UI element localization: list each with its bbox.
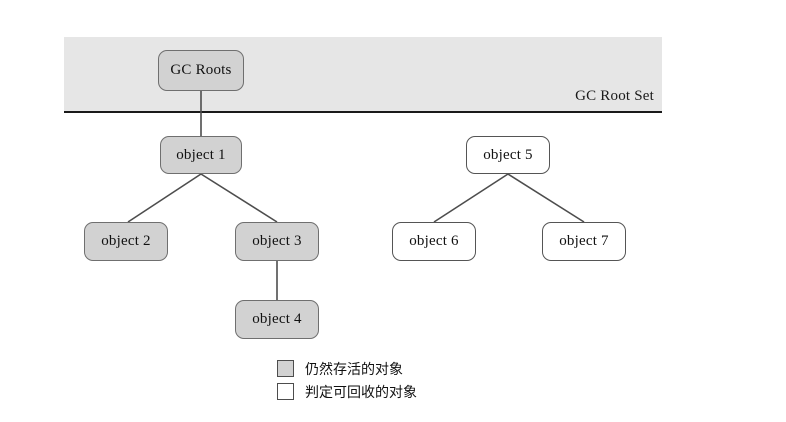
node-object-1-label: object 1	[176, 146, 226, 163]
legend-swatch-alive-icon	[277, 360, 294, 377]
node-object-3-label: object 3	[252, 233, 302, 249]
node-object-6[interactable]: object 6	[392, 222, 476, 261]
legend: 仍然存活的对象 判定可回收的对象	[277, 357, 417, 403]
node-gc-roots[interactable]: GC Roots	[158, 50, 244, 91]
node-object-6-label: object 6	[409, 233, 459, 249]
gc-root-set-divider	[64, 111, 662, 113]
node-object-5-label: object 5	[483, 146, 533, 163]
node-object-2-label: object 2	[101, 233, 151, 249]
node-object-4[interactable]: object 4	[235, 300, 319, 339]
node-object-5[interactable]: object 5	[466, 136, 550, 174]
legend-label-alive: 仍然存活的对象	[305, 361, 403, 378]
edge-object-5-object-7	[507, 173, 585, 223]
node-object-2[interactable]: object 2	[84, 222, 168, 261]
edge-object-1-object-3	[200, 173, 278, 223]
gc-root-set-label: GC Root Set	[575, 88, 654, 104]
node-object-7-label: object 7	[559, 233, 609, 249]
edge-object-5-object-6	[433, 173, 509, 223]
legend-swatch-collectible-icon	[277, 383, 294, 400]
legend-item-alive: 仍然存活的对象	[277, 357, 417, 380]
legend-label-collectible: 判定可回收的对象	[305, 384, 417, 401]
node-object-3[interactable]: object 3	[235, 222, 319, 261]
node-object-1[interactable]: object 1	[160, 136, 242, 174]
legend-item-collectible: 判定可回收的对象	[277, 380, 417, 403]
edge-object-1-object-2	[127, 173, 202, 223]
node-object-4-label: object 4	[252, 311, 302, 327]
node-object-7[interactable]: object 7	[542, 222, 626, 261]
node-gc-roots-label: GC Roots	[170, 62, 232, 78]
